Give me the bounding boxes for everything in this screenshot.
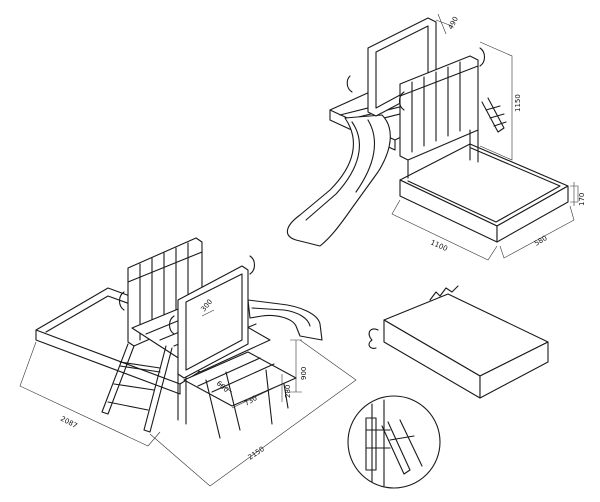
bottom-front-panel	[168, 255, 256, 379]
dim-bottom-table-height: 900	[300, 367, 308, 380]
bottom-playset-view: 2087 2150 730 900 280 600 300	[19, 237, 357, 487]
top-slide	[286, 114, 391, 247]
bottom-ladder	[101, 343, 173, 433]
top-sandbox	[399, 143, 569, 243]
sandbox-lid-detail	[368, 285, 549, 399]
dim-bottom-length-left: 2087	[59, 415, 78, 430]
dim-top-depth: 580	[533, 234, 549, 248]
dim-bottom-length-right: 2150	[247, 445, 266, 462]
dim-bottom-seat-height: 280	[284, 385, 292, 398]
dim-top-height: 1150	[514, 94, 522, 112]
top-playset-view: 490 1150 170 1100 580	[286, 13, 586, 261]
bottom-slide	[247, 299, 323, 341]
dim-top-width: 490	[447, 15, 460, 31]
top-front-slats	[398, 55, 479, 179]
dim-top-box-height: 170	[578, 193, 586, 206]
connector-detail-circle	[347, 395, 441, 489]
dim-top-length: 1100	[429, 239, 449, 254]
